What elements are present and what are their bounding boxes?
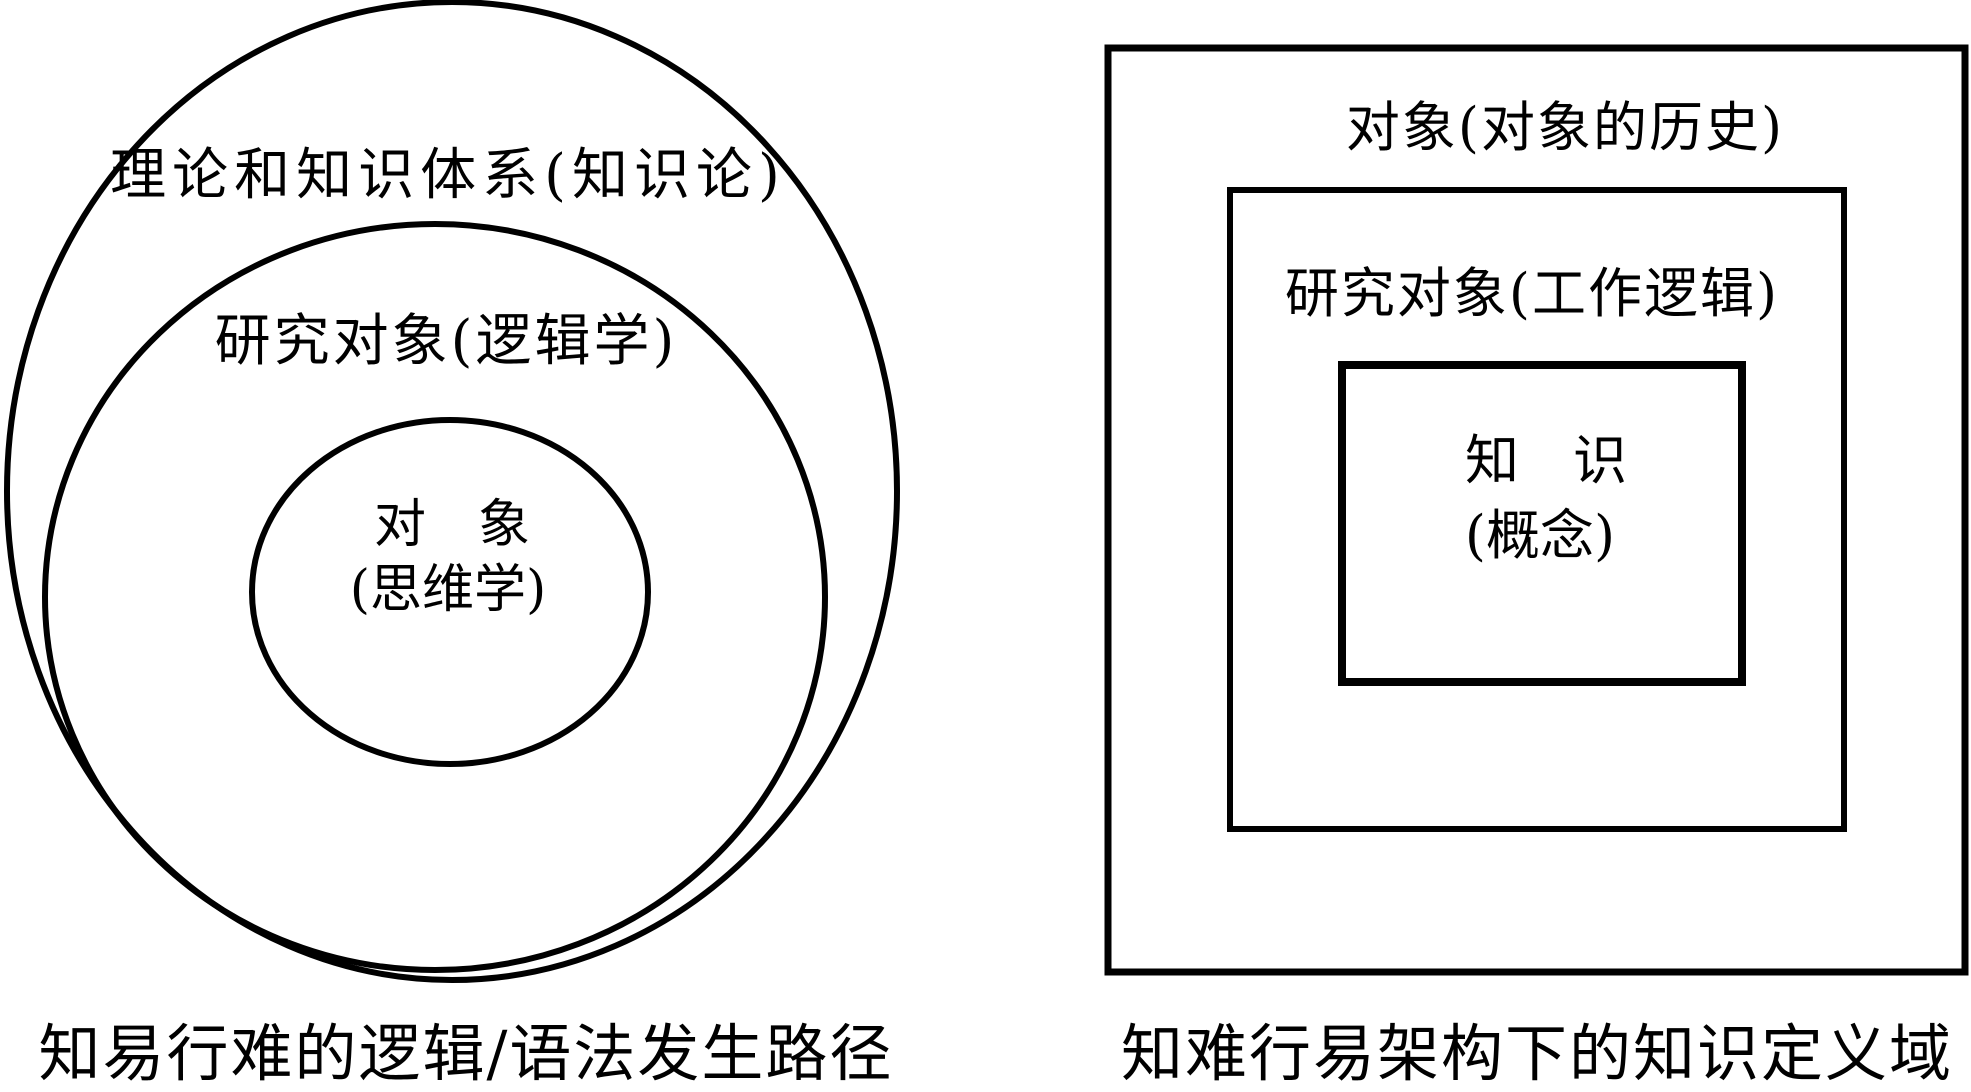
right-inner-label-line2: (概念) — [1465, 504, 1615, 567]
left-inner-ellipse — [249, 417, 651, 767]
right-caption: 知难行易架构下的知识定义域 — [1121, 1017, 1953, 1090]
right-inner-rect — [1338, 361, 1746, 686]
left-outer-ellipse — [4, 0, 900, 983]
left-inner-label-line1: 对 象 — [374, 495, 530, 555]
left-inner-label-line2: (思维学) — [350, 560, 547, 620]
right-outer-label: 对象(对象的历史) — [1346, 96, 1784, 159]
left-caption: 知易行难的逻辑/语法发生路径 — [39, 1017, 894, 1090]
left-outer-label: 理论和知识体系(知识论) — [110, 143, 786, 208]
right-middle-rect — [1227, 187, 1847, 832]
right-middle-label: 研究对象(工作逻辑) — [1285, 262, 1779, 325]
right-inner-label-line1: 知 识 — [1465, 429, 1627, 492]
left-middle-ellipse — [42, 221, 828, 973]
right-outer-rect — [1104, 44, 1969, 976]
left-middle-label: 研究对象(逻辑学) — [215, 309, 678, 374]
